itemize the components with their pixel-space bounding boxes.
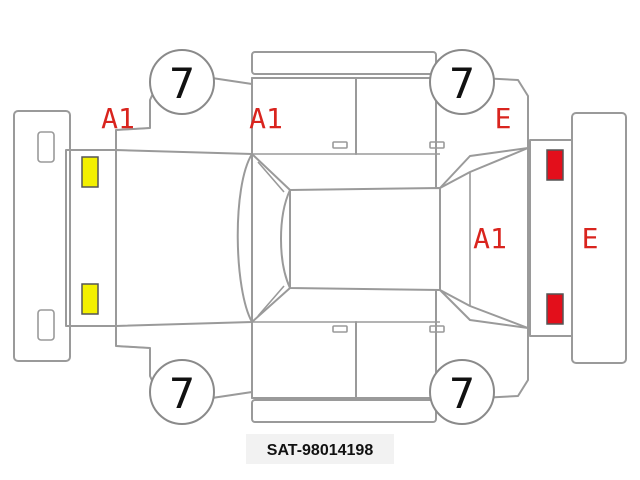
wheel-rear-left-grade: 7	[449, 59, 476, 108]
damage-label-rear-bumper: E	[582, 222, 599, 255]
rear-bumper	[529, 112, 627, 364]
wheel-front-left-grade: 7	[169, 59, 196, 108]
wheel-rear-right: 7	[429, 359, 495, 425]
front-lamp-bottom	[81, 283, 99, 315]
wheel-rear-right-grade: 7	[449, 369, 476, 418]
front-bumper	[13, 110, 71, 362]
damage-label-front-left-fender: A1	[101, 102, 135, 135]
rear-lamp-bottom	[546, 293, 564, 325]
damage-label-left-front-door: A1	[249, 102, 283, 135]
wheel-rear-left: 7	[429, 49, 495, 115]
wheel-front-right-grade: 7	[169, 369, 196, 418]
damage-label-rear-quarter: E	[495, 102, 512, 135]
wheel-front-left: 7	[149, 49, 215, 115]
damage-label-rear-window: A1	[473, 222, 507, 255]
stock-number-box: SAT-98014198	[246, 434, 394, 464]
rear-lamp-top	[546, 149, 564, 181]
front-lamp-top	[81, 156, 99, 188]
stock-number: SAT-98014198	[267, 442, 374, 459]
wheel-front-right: 7	[149, 359, 215, 425]
